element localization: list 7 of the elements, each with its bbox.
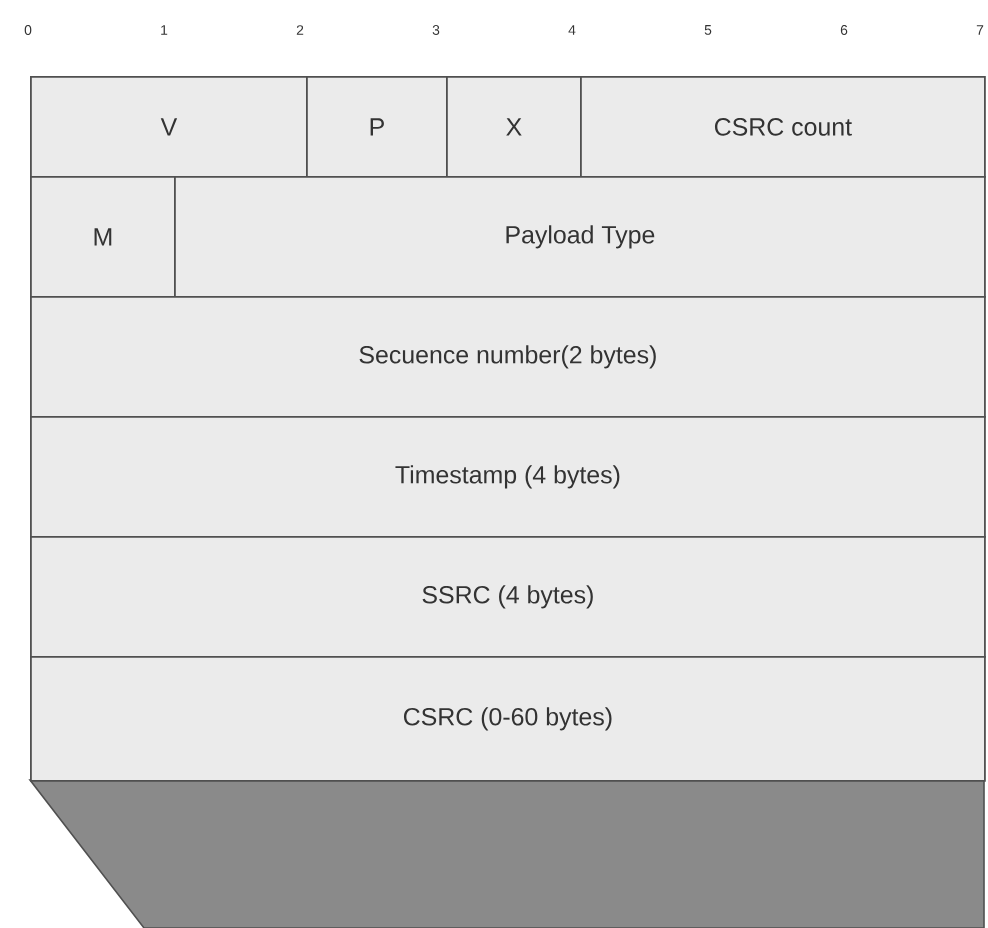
field-cell: SSRC (4 bytes) [30, 536, 986, 658]
field-cell: V [30, 75, 308, 178]
field-cell: M [30, 176, 176, 298]
field-cell: X [446, 75, 582, 178]
field-cell: CSRC (0-60 bytes) [30, 655, 986, 782]
field-cell: P [306, 75, 448, 178]
field-cell: Timestamp (4 bytes) [30, 416, 986, 538]
